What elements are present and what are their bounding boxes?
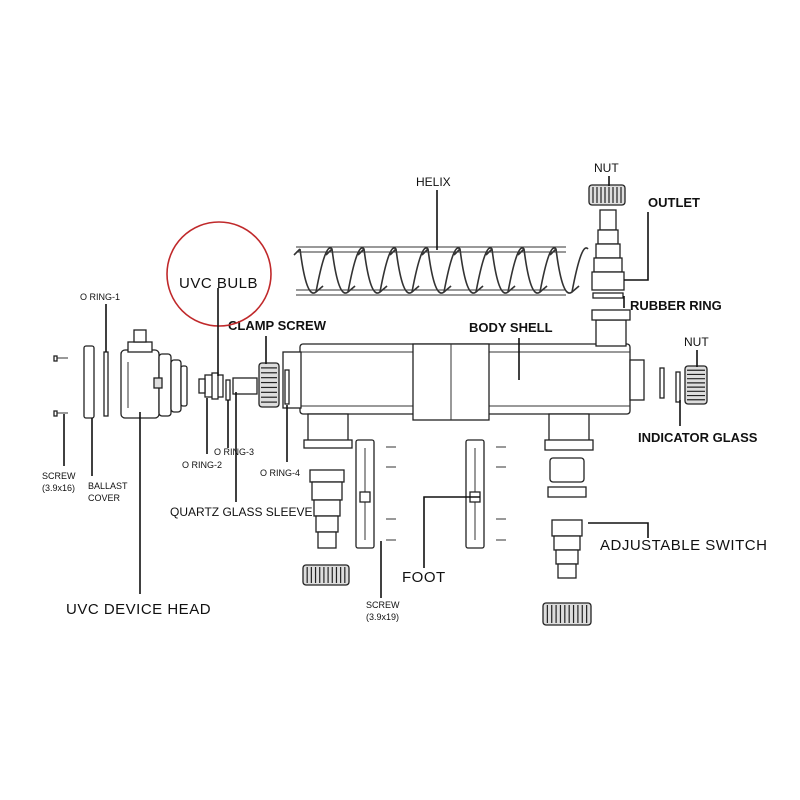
uvc-device-head-part: [120, 329, 188, 419]
o-ring-2-label: O RING-2: [182, 460, 222, 470]
quartz-glass-sleeve-part: [232, 377, 258, 395]
indicator-glass-label: INDICATOR GLASS: [638, 430, 758, 445]
nut-right-part: [659, 365, 708, 405]
rubber-ring-label: RUBBER RING: [630, 298, 722, 313]
foot-leader: [423, 496, 480, 568]
screw-left-size: (3.9x16): [42, 483, 75, 493]
body-shell-label: BODY SHELL: [469, 320, 553, 335]
adjustable-switch-leader: [588, 522, 649, 538]
ballast-label: BALLAST: [88, 481, 128, 491]
inlet-left-part: [302, 469, 350, 586]
outlet-label: OUTLET: [648, 195, 700, 210]
foot-left-part: [355, 439, 396, 549]
screw-bottom-label: SCREW: [366, 600, 400, 610]
screw-bottom-size: (3.9x19): [366, 612, 399, 622]
adjustable-switch-label: ADJUSTABLE SWITCH: [600, 537, 767, 554]
inlet-right-part: [542, 457, 592, 626]
body-shell-part: [282, 309, 645, 451]
ballast-cover-part: [83, 345, 109, 419]
helix-label: HELIX: [416, 175, 451, 189]
nut-top-label: NUT: [594, 161, 619, 175]
uvc-device-head-label: UVC DEVICE HEAD: [66, 601, 211, 618]
o-ring-1-label: O RING-1: [80, 292, 120, 302]
clamp-screw-label: CLAMP SCREW: [228, 318, 327, 333]
uvc-bulb-part: [198, 372, 224, 400]
uvc-bulb-label: UVC BULB: [179, 275, 258, 292]
o-ring-4-label: O RING-4: [260, 468, 300, 478]
nut-right-label: NUT: [684, 335, 709, 349]
outlet-part: [591, 209, 625, 291]
rubber-ring-part: [592, 292, 624, 299]
clamp-screw-part: [258, 362, 280, 408]
helix-part: [293, 246, 589, 296]
outlet-leader: [624, 212, 649, 281]
screw-left-part: [53, 355, 68, 417]
uvc-bulb-highlight-circle: [166, 221, 272, 327]
quartz-sleeve-label: QUARTZ GLASS SLEEVE: [170, 505, 313, 519]
screw-left-label: SCREW: [42, 471, 76, 481]
foot-label: FOOT: [402, 569, 446, 586]
nut-top-part: [588, 184, 626, 206]
foot-right-part: [465, 439, 506, 549]
o-ring-3-label: O RING-3: [214, 447, 254, 457]
cover-label: COVER: [88, 493, 121, 503]
